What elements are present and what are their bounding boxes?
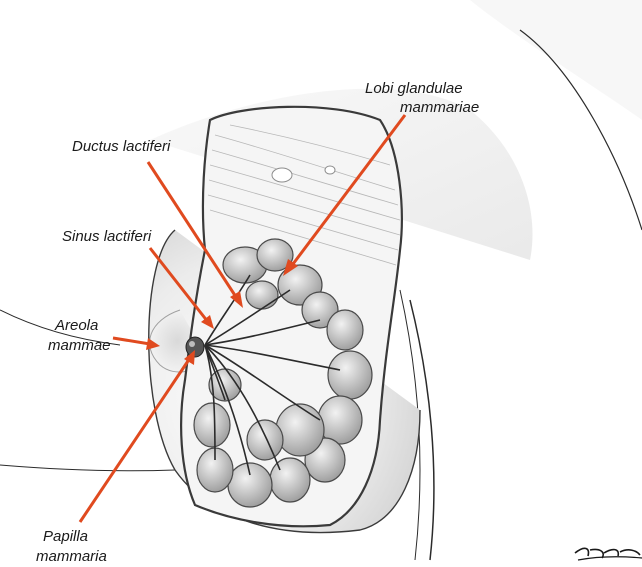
label-lobi-line1: Lobi glandulae bbox=[365, 80, 463, 97]
nipple bbox=[186, 337, 204, 357]
label-papilla-line2: mammaria bbox=[36, 548, 107, 565]
artist-signature bbox=[575, 548, 642, 560]
label-ductus: Ductus lactiferi bbox=[72, 138, 171, 155]
label-lobi-line2: mammariae bbox=[400, 99, 479, 116]
label-areola-line2: mammae bbox=[48, 337, 111, 354]
leader-areola bbox=[113, 338, 150, 344]
label-sinus: Sinus lactiferi bbox=[62, 228, 152, 245]
label-areola-line1: Areola bbox=[54, 317, 98, 334]
label-papilla-line1: Papilla bbox=[43, 528, 88, 545]
